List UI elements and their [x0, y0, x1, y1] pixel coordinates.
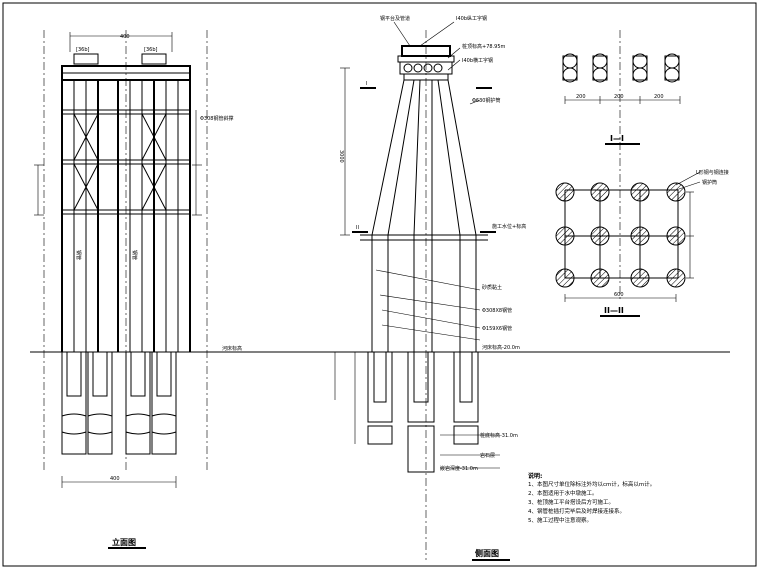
notes-line-1: 1、本图尺寸单位除标注外均以cm计，标高以m计。 [528, 482, 656, 488]
plan-bottom-callout-2: 钢护筒 [702, 179, 717, 186]
section-top-label-3: 桩顶标高+78.95m [462, 43, 506, 50]
section-river-bed: 河床标高-20.0m [482, 344, 520, 351]
elevation-title: 立面图 [112, 537, 136, 547]
section-top-label-4: I40b横工字钢 [462, 57, 493, 64]
section-bedrock: 嵌岩深度-31.0m [440, 465, 478, 472]
section-rock-label: 岩石层 [480, 452, 495, 459]
elevation-river-bed: 河床标高 [222, 345, 242, 352]
notes-block: 说明: 1、本图尺寸单位除标注外均以cm计，标高以m计。 2、本图适用于水中墩施… [528, 472, 748, 526]
section-cut-2: II [356, 225, 359, 231]
elevation-pipe-right: 钢管 [131, 250, 138, 260]
section-pile-bottom: 桩底标高-31.0m [480, 432, 518, 439]
elevation-pipe-left: 钢管 [75, 250, 82, 260]
elevation-right-beam: [36b] [144, 47, 157, 53]
elevation-bracing-label: Φ308钢管斜撑 [200, 115, 233, 122]
section-title: 侧面图 [475, 548, 499, 558]
plan-bottom-view [555, 171, 701, 317]
side-section-view [334, 21, 510, 561]
section-sand-label: 砂质黏土 [482, 284, 502, 291]
section-height-dim: 3000 [338, 150, 344, 163]
elevation-left-beam: [36b] [76, 47, 89, 53]
notes-line-5: 5、施工过程中注意观察。 [528, 518, 593, 524]
plan-top-view [562, 30, 681, 300]
notes-line-4: 4、钢管桩插打完毕后及时焊接连接系。 [528, 509, 626, 515]
plan-bottom-callout-1: L形钢与钢连接 [696, 169, 729, 176]
plan-top-dim-left: 200 [576, 94, 586, 100]
plan-top-dim-mid: 200 [614, 94, 624, 100]
left-beam [73, 53, 99, 65]
section-top-label-1: 钢平台及管道 [380, 15, 410, 22]
section-pipe-b: Φ159X6钢管 [482, 325, 512, 332]
notes-line-2: 2、本图适用于水中墩施工。 [528, 491, 598, 497]
plan-bottom-dim: 600 [614, 292, 624, 298]
notes-heading: 说明: [528, 473, 543, 480]
right-beam [141, 53, 167, 65]
plan-top-dim-right: 200 [654, 94, 664, 100]
elevation-top-width: 400 [120, 34, 130, 40]
section-top-label-2: I40b纵工字钢 [456, 15, 487, 22]
plan-top-title: I—I [610, 134, 624, 143]
notes-line-3: 3、桩顶施工平台搭设后方可施工。 [528, 500, 615, 506]
section-pipe-a: Φ308X8钢管 [482, 307, 512, 314]
section-cut-1: I [366, 81, 367, 87]
section-steel-pipe: Φ630钢护筒 [472, 97, 500, 104]
plan-bottom-title: II—II [604, 306, 624, 315]
elevation-view [30, 30, 730, 549]
section-water-level: 施工水位+标高 [492, 223, 526, 230]
elevation-bottom-width: 400 [110, 476, 120, 482]
